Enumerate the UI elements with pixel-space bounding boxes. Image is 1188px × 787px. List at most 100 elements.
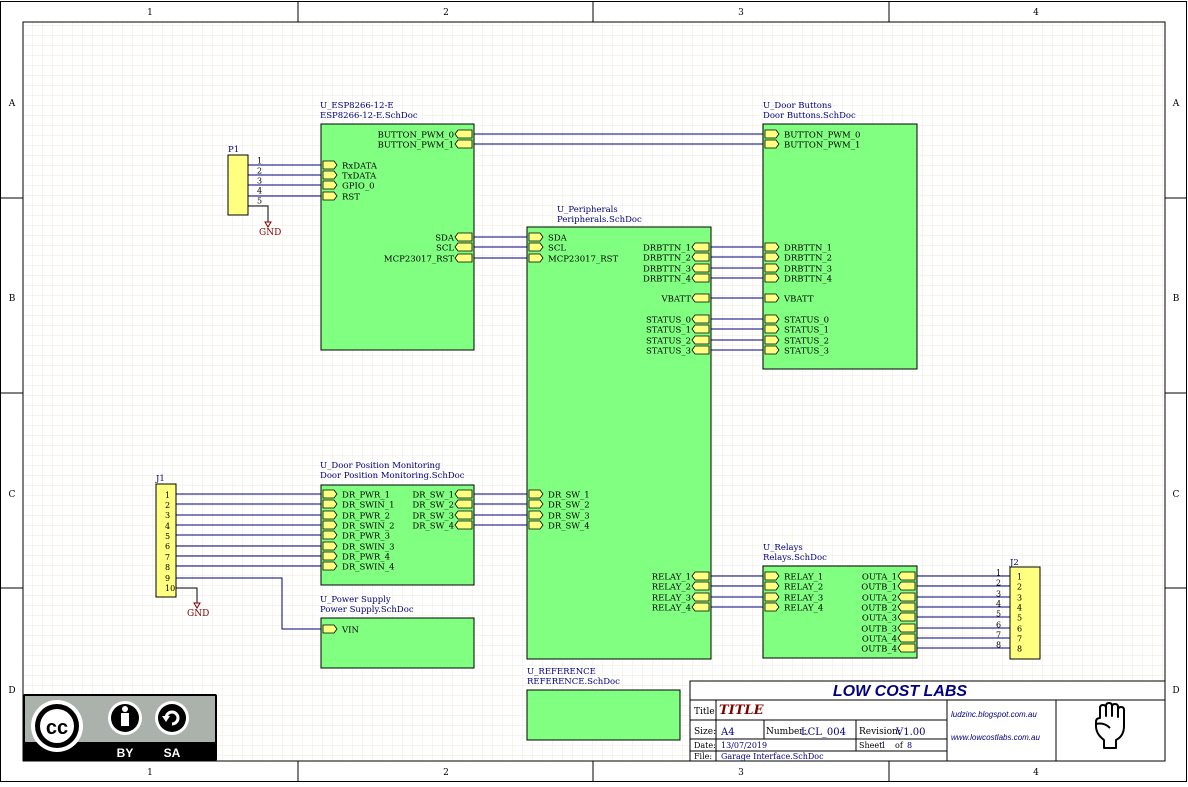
sheet-entry[interactable] [454, 520, 473, 530]
sheet-body[interactable] [526, 226, 712, 660]
of-label: of [895, 741, 904, 750]
sheet-entry-label: DR_SW_1 [548, 491, 590, 501]
row-label-right: B [1173, 294, 1180, 304]
sheet-entry[interactable] [764, 293, 780, 303]
sheet-entry[interactable] [897, 602, 916, 612]
sheet-body[interactable] [320, 123, 475, 351]
sheet-entry[interactable] [528, 499, 544, 509]
sheet-entry[interactable] [528, 510, 544, 520]
sheet-symbols: U_ESP8266-12-EESP8266-12-E.SchDocRxDATAT… [320, 101, 918, 741]
sheet-entry[interactable] [691, 581, 710, 591]
sheet-entry[interactable] [322, 551, 338, 561]
sheet-entry[interactable] [691, 324, 710, 334]
connector-body[interactable] [227, 154, 249, 216]
sheet-entry[interactable] [764, 571, 780, 581]
connector-body[interactable] [1009, 566, 1041, 660]
sheet-entry[interactable] [897, 581, 916, 591]
sheet-entry[interactable] [764, 263, 780, 273]
sheet-entry[interactable] [764, 273, 780, 283]
sheet-entry[interactable] [322, 561, 338, 571]
sheet-entry-label: OUTB_2 [861, 604, 897, 614]
sheet-entry[interactable] [691, 314, 710, 324]
pin-number: 3 [257, 177, 262, 186]
sheet-entry[interactable] [528, 520, 544, 530]
sheet-entry[interactable] [454, 139, 473, 149]
sheet-entry[interactable] [528, 489, 544, 499]
sheet-entry[interactable] [764, 139, 780, 149]
sheet-entry[interactable] [454, 499, 473, 509]
sheet-entry-label: STATUS_1 [646, 326, 691, 336]
sheet-entry[interactable] [764, 242, 780, 252]
sheet-entry[interactable] [322, 541, 338, 551]
sheet-entry[interactable] [528, 253, 544, 263]
sheet-entry[interactable] [764, 314, 780, 324]
sheet-entry[interactable] [528, 232, 544, 242]
sheet-entry[interactable] [764, 345, 780, 355]
sheet-symbol[interactable]: U_RelaysRelays.SchDocRELAY_1RELAY_2RELAY… [762, 543, 918, 659]
sheet-entry-label: DRBTTN_4 [643, 275, 691, 285]
sheet-entry[interactable] [454, 129, 473, 139]
sheet-entry[interactable] [454, 510, 473, 520]
sheet-entry[interactable] [897, 592, 916, 602]
sheet-entry[interactable] [322, 624, 338, 634]
sheet-entry-label: SDA [435, 234, 455, 244]
sheet-entry[interactable] [454, 253, 473, 263]
sheet-body[interactable] [526, 689, 681, 741]
size-value: A4 [720, 727, 735, 738]
sheet-entry[interactable] [454, 232, 473, 242]
sheet-body[interactable] [320, 617, 475, 669]
sheet-entry[interactable] [691, 263, 710, 273]
sheet-entry[interactable] [897, 571, 916, 581]
sheet-entry[interactable] [454, 489, 473, 499]
sheet-entry[interactable] [691, 273, 710, 283]
sheet-entry[interactable] [897, 612, 916, 622]
sheet-entry[interactable] [528, 242, 544, 252]
sheet-entry[interactable] [691, 252, 710, 262]
sheet-entry[interactable] [322, 170, 338, 180]
sheet-entry[interactable] [454, 242, 473, 252]
sheet-symbol[interactable]: U_PeripheralsPeripherals.SchDocSDASCLMCP… [526, 205, 712, 660]
sheet-entry[interactable] [764, 592, 780, 602]
sheet-entry[interactable] [691, 592, 710, 602]
sheet-entry[interactable] [764, 335, 780, 345]
sheet-entry[interactable] [764, 602, 780, 612]
sheet-entry-label: OUTB_1 [861, 583, 897, 593]
connector-body[interactable] [155, 483, 177, 598]
blog-url[interactable]: ludzinc.blogspot.com.au [951, 710, 1037, 719]
sheet-entry[interactable] [897, 623, 916, 633]
sheet-entry[interactable] [691, 571, 710, 581]
sheet-entry[interactable] [691, 345, 710, 355]
sheet-entry[interactable] [897, 633, 916, 643]
sheet-entry[interactable] [322, 180, 338, 190]
sheet-entry[interactable] [764, 129, 780, 139]
sheet-entry[interactable] [322, 510, 338, 520]
sheet-entry[interactable] [322, 530, 338, 540]
sheet-entry[interactable] [322, 160, 338, 170]
sheet-entry[interactable] [322, 520, 338, 530]
sheet-entry[interactable] [764, 252, 780, 262]
sheet-entry[interactable] [322, 191, 338, 201]
sheet-body[interactable] [762, 565, 918, 659]
sheet-entry[interactable] [897, 643, 916, 653]
sheet-entry[interactable] [691, 242, 710, 252]
sheet-entry[interactable] [691, 602, 710, 612]
sheet-entry[interactable] [764, 581, 780, 591]
sheet-entry-label: RELAY_2 [652, 583, 691, 593]
sheet-entry[interactable] [691, 335, 710, 345]
sheet-entry[interactable] [691, 293, 710, 303]
sheet-body[interactable] [762, 123, 918, 370]
sheet-entry[interactable] [764, 324, 780, 334]
sheet-entry[interactable] [322, 489, 338, 499]
sheet-body[interactable] [320, 484, 475, 586]
pin-number: 7 [996, 631, 1001, 640]
sheet-symbol[interactable]: U_ESP8266-12-EESP8266-12-E.SchDocRxDATAT… [320, 101, 475, 351]
website-url[interactable]: www.lowcostlabs.com.au [951, 733, 1040, 742]
sheet-entry[interactable] [322, 499, 338, 509]
